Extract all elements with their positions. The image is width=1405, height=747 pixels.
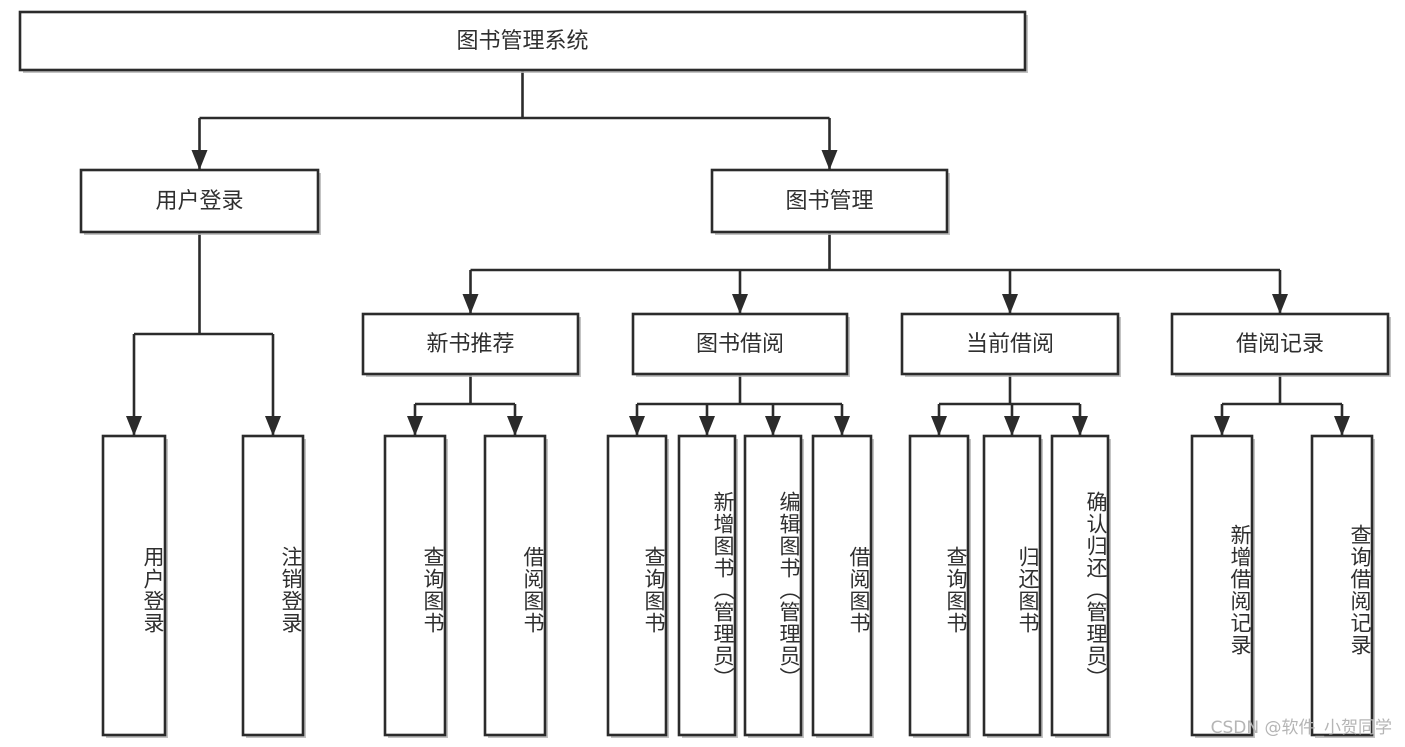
leaf-node-3[interactable] (483, 434, 547, 737)
leaf-node-2[interactable] (383, 434, 447, 737)
level3-node-0-label: 新书推荐 (426, 332, 514, 357)
level3-node-1[interactable] (631, 312, 849, 376)
level3-node-2-label: 当前借阅 (966, 332, 1054, 357)
level3-1-to-leaves-arrow-0 (629, 416, 645, 436)
level3-node-1-label: 图书借阅 (696, 332, 784, 357)
leaf-node-7[interactable] (811, 434, 873, 737)
level3-3-to-leaves-arrow-0 (1214, 416, 1230, 436)
leaf-node-8[interactable] (908, 434, 970, 737)
level3-0-to-leaves-arrow-1 (507, 416, 523, 436)
level3-3-to-leaves-arrow-1 (1334, 416, 1350, 436)
root-node-label: 图书管理系统 (456, 29, 588, 54)
leaf-node-9[interactable] (982, 434, 1042, 737)
level3-node-3-label: 借阅记录 (1236, 332, 1324, 357)
connector-layer (126, 70, 1350, 436)
csdn-watermark: CSDN @软件_小贺同学 (1211, 718, 1392, 738)
level3-node-2[interactable] (900, 312, 1120, 376)
level3-1-to-leaves-arrow-1 (699, 416, 715, 436)
level3-1-to-leaves-arrow-2 (765, 416, 781, 436)
root-to-level2-arrow-0 (191, 150, 208, 170)
level3-1-to-leaves-arrow-3 (834, 416, 850, 436)
leaf-node-5[interactable] (677, 434, 737, 737)
leaf-node-6[interactable] (743, 434, 803, 737)
leaf-node-11[interactable] (1190, 434, 1254, 737)
leaf-node-1[interactable] (241, 434, 305, 737)
leaf-node-4[interactable] (606, 434, 668, 737)
level2-node-1[interactable] (710, 168, 949, 234)
level3-node-3[interactable] (1170, 312, 1390, 376)
leaf-node-0[interactable] (101, 434, 167, 737)
level2-node-1-label: 图书管理 (785, 189, 873, 214)
level3-node-0[interactable] (361, 312, 580, 376)
user-login-to-leaves-arrow-0 (126, 416, 142, 436)
level3-2-to-leaves-arrow-0 (931, 416, 947, 436)
book-mgmt-to-level3-arrow-1 (732, 294, 748, 314)
book-mgmt-to-level3-arrow-0 (462, 294, 479, 314)
level3-0-to-leaves-arrow-0 (407, 416, 423, 436)
level3-2-to-leaves-arrow-1 (1004, 416, 1020, 436)
user-login-to-leaves-arrow-1 (265, 416, 281, 436)
leaf-node-12[interactable] (1310, 434, 1374, 737)
level2-node-0[interactable] (79, 168, 320, 234)
root-node[interactable] (18, 10, 1027, 72)
level3-2-to-leaves-arrow-2 (1072, 416, 1088, 436)
book-mgmt-to-level3-arrow-3 (1272, 294, 1288, 314)
level2-node-0-label: 用户登录 (155, 189, 243, 214)
book-mgmt-to-level3-arrow-2 (1002, 294, 1018, 314)
root-to-level2-arrow-1 (821, 150, 838, 170)
leaf-node-10[interactable] (1050, 434, 1110, 737)
